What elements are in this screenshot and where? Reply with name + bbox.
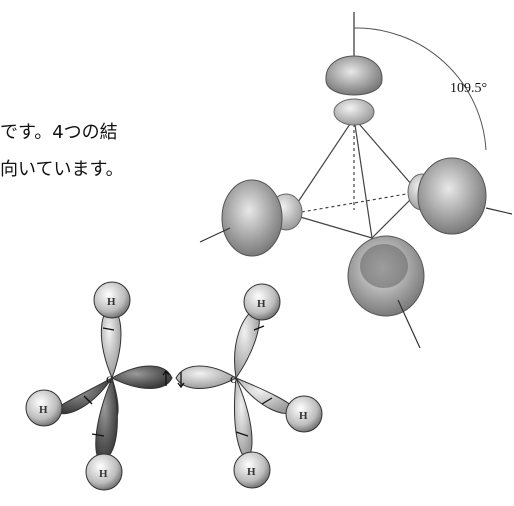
left-c-lobe-right	[110, 365, 173, 389]
text-line-2: 向いています。	[0, 159, 124, 180]
hydrogen-atoms: H H H H H H	[25, 281, 323, 491]
right-c-lobe-left	[175, 365, 238, 389]
hydrogen-1-label: H	[107, 296, 116, 308]
hydrogen-3	[85, 453, 123, 491]
hydrogen-5-label: H	[299, 410, 308, 422]
right-orbital-lobe	[417, 157, 487, 235]
right-carbon: C	[175, 307, 297, 461]
bottom-axis	[397, 299, 421, 349]
hydrogen-4-label: H	[257, 298, 266, 310]
left-axis	[199, 227, 231, 243]
hydrogen-6-label: H	[247, 466, 256, 478]
ethane-diagram: C C H H H	[25, 281, 323, 491]
top-small-lobe	[333, 98, 375, 126]
right-carbon-label: C	[230, 375, 237, 385]
right-axis	[485, 207, 513, 215]
hydrogen-6	[233, 451, 271, 489]
hydrogen-1	[93, 281, 131, 319]
bottom-lobe-shade	[360, 244, 408, 288]
tetrahedral-diagram: 109.5°	[199, 12, 513, 349]
angle-label: 109.5°	[450, 81, 487, 96]
spin-arrows	[83, 325, 273, 437]
left-carbon-label: C	[106, 375, 113, 385]
left-orbital-lobe	[221, 179, 283, 257]
tetra-bonds	[289, 117, 419, 239]
hydrogen-5	[285, 395, 323, 433]
text-line-1: です。4つの結	[0, 122, 118, 143]
hydrogen-2	[25, 389, 63, 427]
hydrogen-4	[243, 283, 281, 321]
angle-arc	[353, 27, 487, 151]
top-orbital-lobe	[325, 55, 383, 96]
hydrogen-3-label: H	[99, 468, 108, 480]
hydrogen-2-label: H	[39, 404, 48, 416]
left-carbon: C	[53, 305, 173, 463]
